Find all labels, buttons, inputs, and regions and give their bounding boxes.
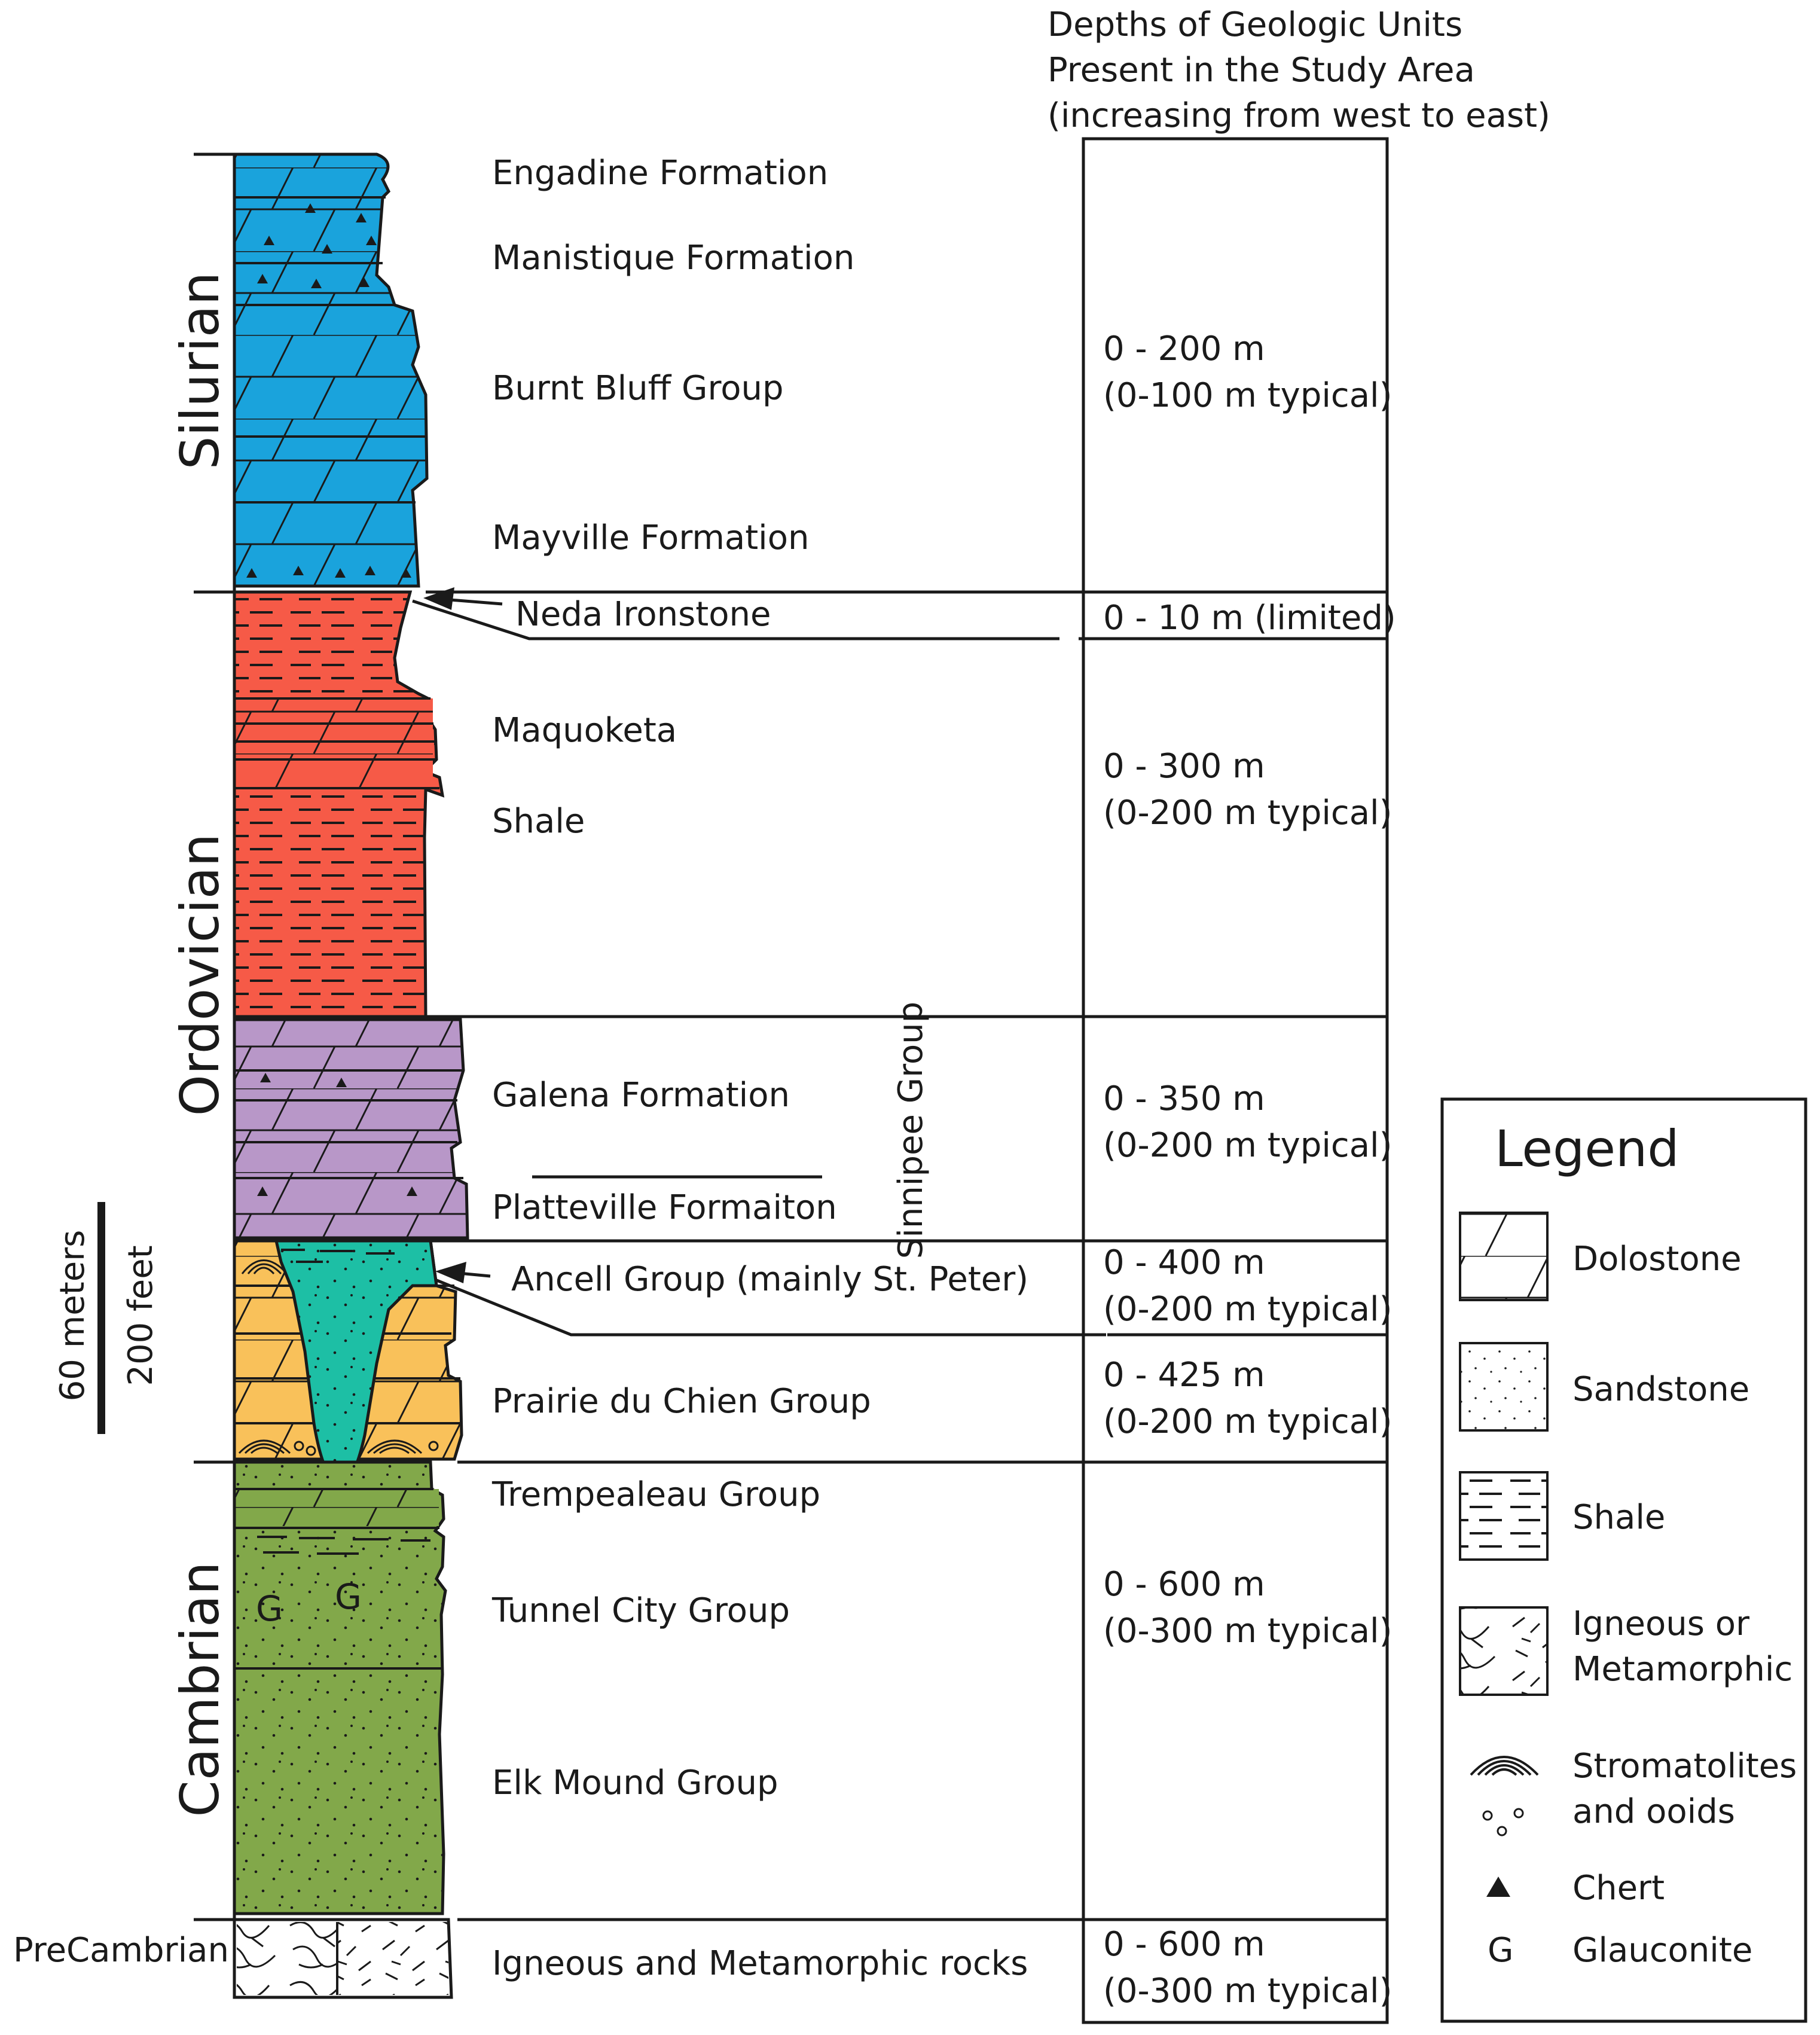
depth-sinnipee-range: 0 - 350 m (1103, 1079, 1265, 1118)
legend-label-metamorphic: Metamorphic (1572, 1650, 1792, 1689)
unit-label-platteville: Platteville Formaiton (492, 1188, 837, 1227)
legend-label-sandstone: Sandstone (1572, 1370, 1749, 1409)
depth-silurian-range: 0 - 200 m (1103, 329, 1265, 368)
unit-label-elk-mound: Elk Mound Group (492, 1764, 778, 1802)
legend-frame (1440, 1097, 1807, 2023)
depth-silurian-typical: (0-100 m typical) (1103, 376, 1392, 415)
arrowheads (423, 587, 466, 1283)
unit-label-galena: Galena Formation (492, 1076, 790, 1115)
depth-header-line-1: Depths of Geologic Units (1048, 5, 1462, 44)
legend-symbol-ooids (1482, 1808, 1524, 1836)
legend-symbol-chert (1486, 1877, 1510, 1897)
legend-symbol-stromatolite (1470, 1756, 1539, 1776)
unit-label-maquoketa: Maquoketa (492, 711, 677, 750)
legend-label-shale: Shale (1572, 1498, 1665, 1537)
legend-label-stromatolites: Stromatolites (1572, 1747, 1797, 1786)
legend-label-ooids: and ooids (1572, 1792, 1735, 1831)
unit-label-neda: Neda Ironstone (515, 595, 771, 634)
depth-sinnipee-typical: (0-200 m typical) (1103, 1126, 1392, 1165)
leader-lines (412, 590, 1387, 1921)
period-label-precambrian: PreCambrian (13, 1931, 229, 1970)
depth-precambrian-range: 0 - 600 m (1103, 1925, 1265, 1964)
period-boundaries (194, 152, 236, 1997)
unit-label-trempealeau: Trempealeau Group (491, 1475, 820, 1514)
depth-prairie-typical: (0-200 m typical) (1103, 1402, 1392, 1441)
unit-label-igneous-metamorphic: Igneous and Metamorphic rocks (492, 1944, 1028, 1983)
unit-labels: Engadine Formation Manistique Formation … (491, 154, 1028, 1983)
depth-header-line-3: (increasing from west to east) (1048, 96, 1550, 135)
depth-ancell-typical: (0-200 m typical) (1103, 1290, 1392, 1329)
scale-label-meters: 60 meters (53, 1230, 92, 1402)
unit-label-prairie-du-chien: Prairie du Chien Group (492, 1382, 871, 1421)
unit-label-mayville: Mayville Formation (492, 518, 810, 557)
unit-label-ancell: Ancell Group (mainly St. Peter) (511, 1260, 1028, 1299)
period-label-cambrian: Cambrian (169, 1561, 231, 1817)
depth-cambrian-range: 0 - 600 m (1103, 1565, 1265, 1604)
legend-title: Legend (1495, 1119, 1679, 1178)
unit-label-tunnel-city: Tunnel City Group (491, 1591, 790, 1630)
depth-prairie-range: 0 - 425 m (1103, 1356, 1265, 1395)
depth-table: Depths of Geologic Units Present in the … (1048, 5, 1550, 2024)
depth-header-line-2: Present in the Study Area (1048, 51, 1475, 90)
depth-maquoketa-range: 0 - 300 m (1103, 747, 1265, 786)
legend-symbol-glauconite: G (1488, 1931, 1513, 1970)
depth-neda-range: 0 - 10 m (limited) (1103, 599, 1396, 637)
unit-label-engadine: Engadine Formation (492, 154, 828, 193)
depth-ancell-range: 0 - 400 m (1103, 1243, 1265, 1282)
unit-label-sinnipee-group: Sinnipee Group (891, 1002, 930, 1259)
unit-label-burnt-bluff: Burnt Bluff Group (492, 369, 784, 408)
legend-label-dolostone: Dolostone (1572, 1240, 1742, 1279)
unit-label-maquoketa-shale: Shale (492, 802, 585, 841)
depth-precambrian-typical: (0-300 m typical) (1103, 1972, 1392, 2010)
depth-cambrian-typical: (0-300 m typical) (1103, 1612, 1392, 1650)
scale-label-feet: 200 feet (121, 1245, 160, 1386)
stratigraphic-column: G G (233, 152, 469, 1999)
period-label-silurian: Silurian (169, 272, 231, 470)
depth-table-frame (1082, 137, 1389, 2024)
legend-label-chert: Chert (1572, 1869, 1665, 1908)
glauconite-mark: G (335, 1576, 362, 1617)
period-label-ordovician: Ordovician (169, 834, 231, 1116)
glauconite-mark: G (256, 1588, 283, 1629)
scale-bar: 60 meters 200 feet (53, 1202, 160, 1434)
legend-label-glauconite: Glauconite (1572, 1931, 1752, 1970)
legend-label-igneous: Igneous or (1572, 1604, 1750, 1643)
depth-maquoketa-typical: (0-200 m typical) (1103, 794, 1392, 832)
ooid-mark (294, 1441, 439, 1456)
chert-mark (246, 203, 417, 1196)
unit-label-manistique: Manistique Formation (492, 239, 854, 277)
stromatolite-mark (238, 1259, 423, 1454)
legend: Legend Dolostone Sandstone Shale Igneous… (1440, 1097, 1807, 2023)
